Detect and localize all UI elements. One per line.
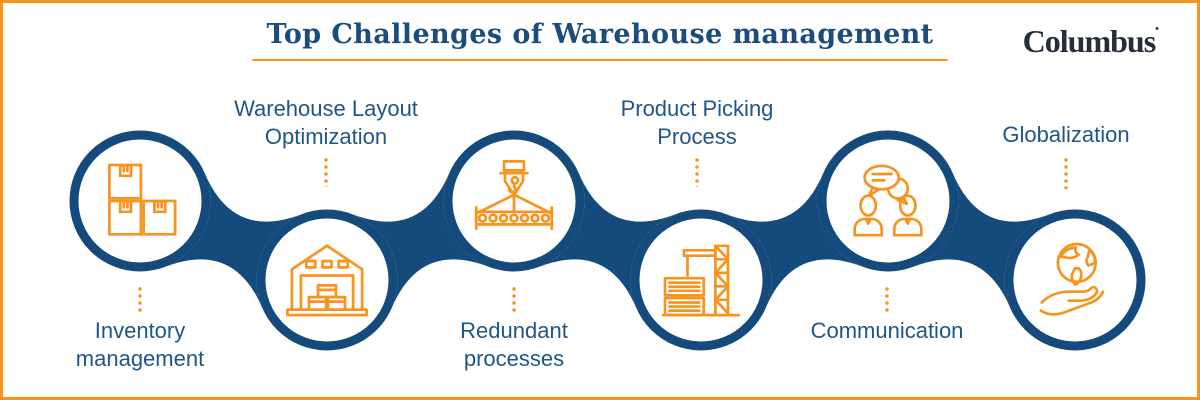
columbus-logo: Columbus• bbox=[1023, 23, 1159, 60]
challenge-label-product-picking-process: Product Picking Process bbox=[620, 96, 774, 149]
challenge-label-redundant-processes: Redundant processes bbox=[460, 318, 568, 371]
columbus-logo-text: Columbus bbox=[1022, 23, 1156, 59]
chain-connector bbox=[726, 173, 863, 308]
hoist-icon bbox=[474, 160, 554, 231]
logo-trademark-dot: • bbox=[1155, 23, 1159, 35]
page-title: Top Challenges of Warehouse management bbox=[252, 19, 948, 61]
dotted-connector bbox=[1063, 157, 1069, 189]
chain-circle bbox=[630, 209, 772, 351]
dotted-connector bbox=[884, 286, 890, 314]
chain-connector bbox=[165, 173, 302, 308]
chain-circle bbox=[256, 209, 398, 351]
warehouse-icon bbox=[286, 244, 368, 317]
chain-connector bbox=[913, 173, 1050, 308]
rack-crane-icon bbox=[661, 244, 741, 317]
people-chat-icon bbox=[853, 164, 923, 237]
dotted-connector bbox=[511, 286, 517, 314]
challenge-label-globalization: Globalization bbox=[1002, 122, 1130, 147]
boxes-icon bbox=[108, 163, 177, 236]
challenge-label-communication: Communication bbox=[810, 318, 964, 343]
challenge-label-inventory-management: Inventory management bbox=[75, 318, 205, 371]
globe-hand-icon bbox=[1039, 242, 1105, 316]
challenge-label-warehouse-layout-optimization: Warehouse Layout Optimization bbox=[234, 96, 418, 149]
dotted-connector bbox=[323, 157, 329, 187]
chain-connector bbox=[352, 173, 489, 308]
chain-connector bbox=[539, 173, 676, 308]
chain-connectors bbox=[165, 173, 1050, 308]
dotted-connector bbox=[137, 286, 143, 314]
chain-circle bbox=[1004, 209, 1146, 351]
dotted-connector bbox=[694, 157, 700, 187]
